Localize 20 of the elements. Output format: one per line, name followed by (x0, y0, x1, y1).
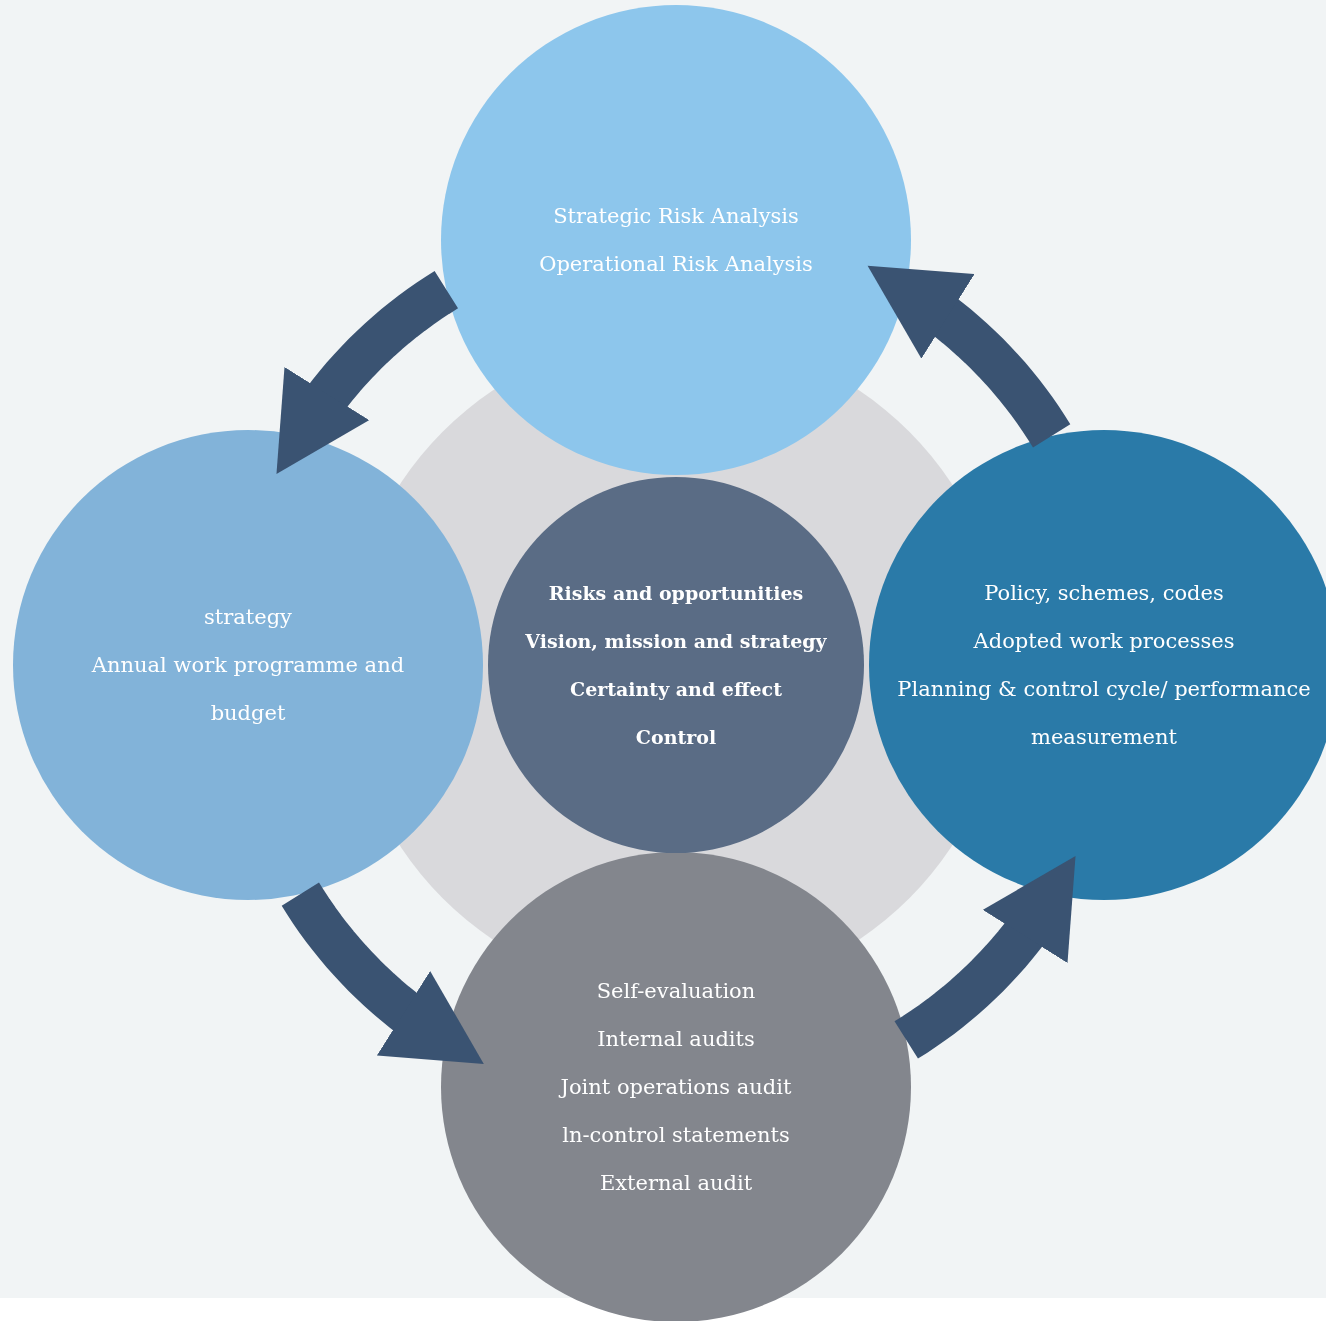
node-text: External audit (599, 1170, 753, 1197)
node-text: ln-control statements (562, 1122, 790, 1149)
node-text: Vision, mission and strategy (525, 629, 827, 654)
node-text: Annual work programme and budget (90, 652, 406, 727)
curved-arrow (276, 271, 460, 475)
node-text: Certainty and effect (570, 677, 782, 702)
curved-arrow (893, 855, 1076, 1059)
node-text: Strategic Risk Analysis (553, 203, 799, 230)
node-text: Internal audits (597, 1026, 755, 1053)
node-text: Self-evaluation (596, 978, 756, 1005)
node-text: Operational Risk Analysis (539, 251, 813, 278)
node-text: Adopted work processes (973, 628, 1235, 655)
node-text: Planning & control cycle/ performance measurement (896, 676, 1312, 751)
curved-arrow (281, 880, 484, 1064)
node-text: Risks and opportunities (548, 581, 804, 606)
node-text: strategy (204, 604, 292, 631)
node-text: Policy, schemes, codes (984, 580, 1224, 607)
node-text: Control (635, 725, 717, 750)
node-text: Joint operations audit (560, 1074, 792, 1101)
curved-arrow (867, 265, 1071, 450)
